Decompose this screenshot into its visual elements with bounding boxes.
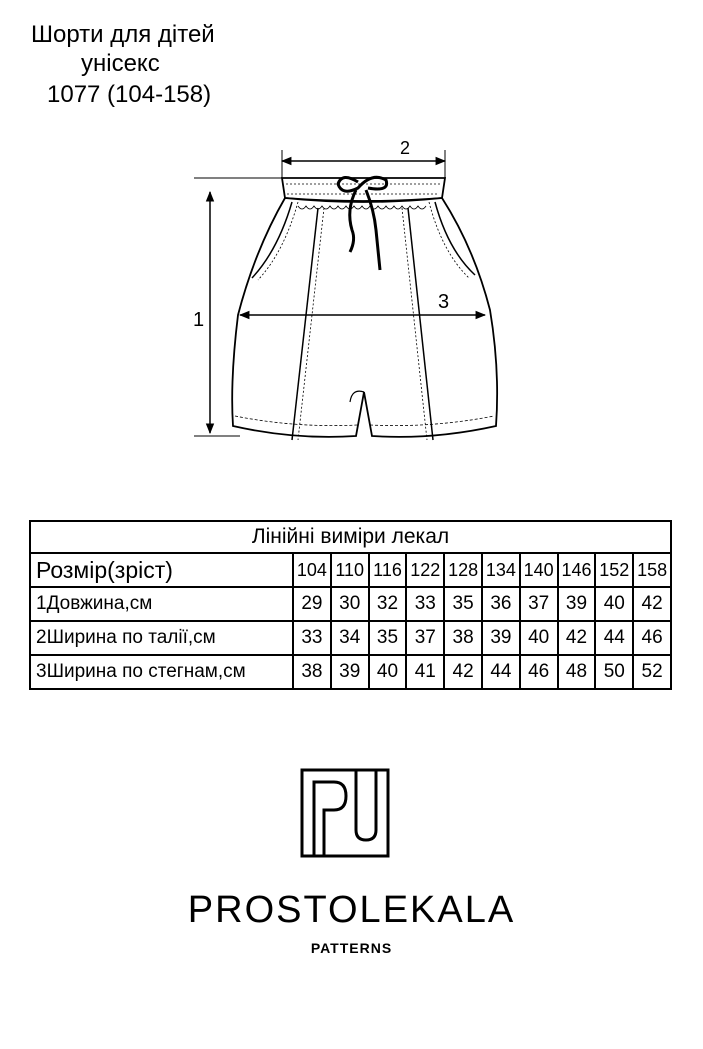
size-cell: 158 [632,552,672,588]
length-dimension-label: 1 [193,309,204,331]
title-line-3: 1077 (104-158) [47,81,212,108]
value-cell: 34 [329,620,370,656]
value-cell: 52 [632,654,672,690]
value-cell: 41 [405,654,446,690]
value-cell: 30 [329,586,370,622]
title-line-2: унісекс [81,50,160,77]
value-cell: 50 [594,654,635,690]
value-cell: 35 [367,620,408,656]
size-cell: 140 [518,552,559,588]
value-cell: 33 [292,620,332,656]
hip-dimension-label: 3 [438,291,449,313]
pl-monogram-icon [300,768,390,858]
value-cell: 40 [518,620,559,656]
shorts-drawing-icon: 1 2 3 [193,138,499,441]
row-label: 2Ширина по талії,см [29,620,294,656]
value-cell: 32 [367,586,408,622]
table-row: 3Ширина по стегнам,см 38 39 40 41 42 44 … [29,654,672,690]
value-cell: 37 [518,586,559,622]
value-cell: 48 [556,654,597,690]
brand-name: PROSTOLEKALA [187,889,516,931]
table-row: 1Довжина,см 29 30 32 33 35 36 37 39 40 4… [29,586,672,622]
value-cell: 42 [632,586,672,622]
row-label: 3Ширина по стегнам,см [29,654,294,690]
size-cell: 110 [329,552,370,588]
title-line-1: Шорти для дітей [31,21,215,48]
value-cell: 42 [556,620,597,656]
size-cell: 104 [292,552,332,588]
size-cell: 152 [594,552,635,588]
value-cell: 44 [480,654,521,690]
size-cell: 134 [480,552,521,588]
value-cell: 38 [443,620,483,656]
value-cell: 44 [594,620,635,656]
value-cell: 39 [329,654,370,690]
table-row: Розмір(зріст) 104 110 116 122 128 134 14… [29,552,672,588]
value-cell: 42 [443,654,483,690]
value-cell: 40 [594,586,635,622]
value-cell: 37 [405,620,446,656]
size-cell: 116 [367,552,408,588]
value-cell: 46 [518,654,559,690]
size-cell: 122 [405,552,446,588]
row-label: 1Довжина,см [29,586,294,622]
size-cell: 128 [443,552,483,588]
size-header: Розмір(зріст) [29,552,294,588]
table-caption: Лінійні виміри лекал [29,520,672,554]
value-cell: 40 [367,654,408,690]
size-cell: 146 [556,552,597,588]
value-cell: 33 [405,586,446,622]
table-row: 2Ширина по талії,см 33 34 35 37 38 39 40… [29,620,672,656]
value-cell: 36 [480,586,521,622]
value-cell: 35 [443,586,483,622]
brand-tagline: PATTERNS [310,940,393,956]
value-cell: 38 [292,654,332,690]
waist-dimension-label: 2 [400,138,410,158]
value-cell: 39 [480,620,521,656]
measurements-table: Лінійні виміри лекал Розмір(зріст) 104 1… [29,520,672,690]
value-cell: 29 [292,586,332,622]
value-cell: 46 [632,620,672,656]
value-cell: 39 [556,586,597,622]
